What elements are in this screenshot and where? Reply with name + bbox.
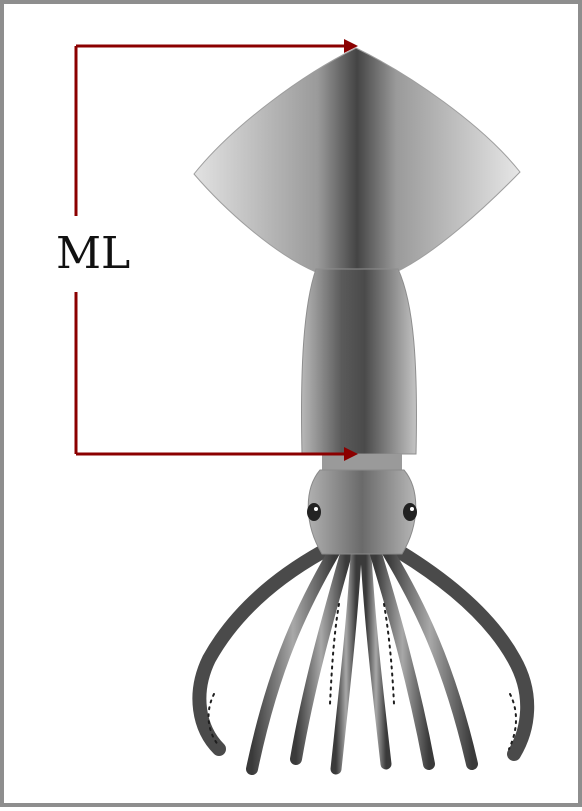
squid-head (307, 470, 417, 554)
squid-mantle (302, 269, 417, 470)
squid-arms (199, 552, 527, 769)
right-eye-icon (403, 503, 417, 521)
squid-fins (194, 48, 520, 272)
squid-figure (4, 4, 582, 811)
left-eye-icon (307, 503, 321, 521)
measurement-label: ML (56, 232, 130, 276)
